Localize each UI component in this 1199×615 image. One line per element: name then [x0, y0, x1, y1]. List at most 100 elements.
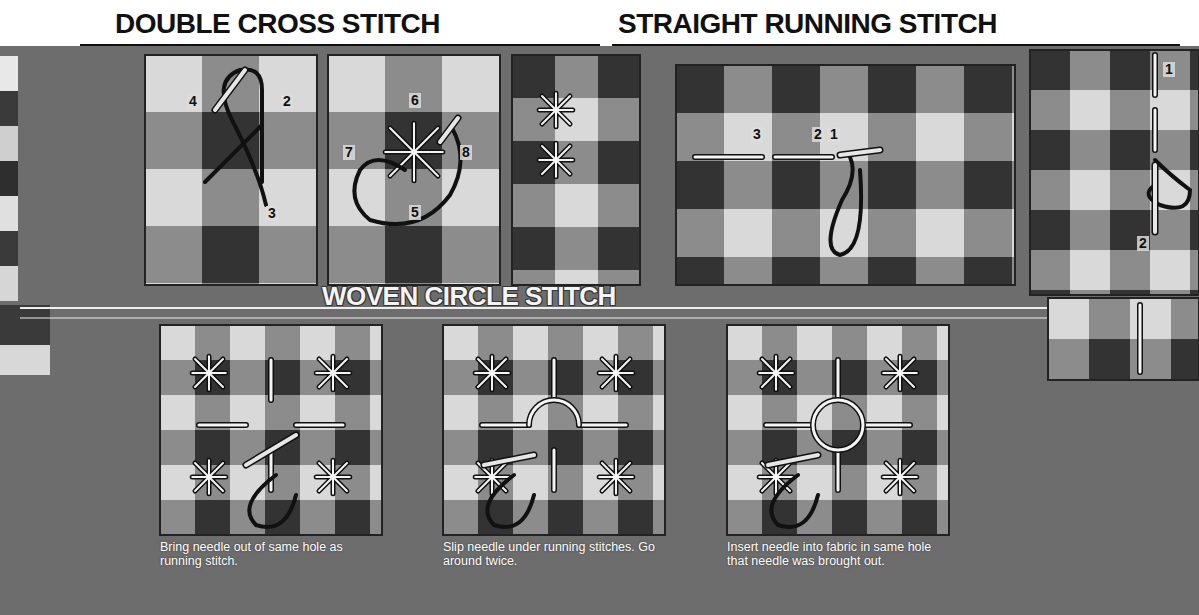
- fabric-square: [1030, 50, 1070, 90]
- fabric-square: [902, 430, 937, 465]
- fabric-square: [513, 325, 548, 360]
- fabric-square: [160, 395, 195, 430]
- step-caption: Insert needle into fabric in same hole t…: [727, 540, 947, 568]
- thread: [482, 360, 626, 490]
- fabric-square: [832, 500, 867, 535]
- fabric-square: [145, 55, 202, 112]
- callout-number: 2: [812, 127, 824, 142]
- thread: [599, 356, 633, 390]
- fabric-square: [555, 184, 598, 227]
- thread-outline: [539, 93, 573, 127]
- fabric-square: [724, 161, 772, 209]
- thread-outline: [695, 154, 832, 160]
- fabric-square: [160, 430, 195, 465]
- needle-outline: [840, 150, 880, 155]
- thread-outline: [316, 460, 350, 494]
- fabric-square: [867, 325, 902, 360]
- fabric-square: [202, 226, 259, 283]
- fabric-square: [555, 55, 598, 98]
- thread: [883, 356, 917, 390]
- fabric-square: [443, 395, 478, 430]
- thread-outline: [475, 356, 509, 390]
- fabric-square: [868, 161, 916, 209]
- fabric-square: [724, 257, 772, 285]
- fabric-square: [598, 184, 640, 227]
- fabric-square: [443, 465, 478, 500]
- fabric-square: [1030, 250, 1070, 290]
- fabric-square: [513, 465, 548, 500]
- thread: [249, 475, 296, 527]
- fabric-square: [676, 65, 724, 113]
- callout-number: 8: [460, 145, 472, 160]
- fabric-square: [385, 55, 442, 112]
- fabric-square: [618, 430, 653, 465]
- thread: [695, 156, 832, 159]
- thread-outline: [192, 460, 226, 494]
- fabric-square: [385, 226, 442, 283]
- fabric-square: [1171, 339, 1199, 380]
- fabric-square: [195, 430, 230, 465]
- fabric-square: [1190, 50, 1199, 90]
- fabric-square: [335, 325, 370, 360]
- thread: [192, 356, 226, 390]
- thread-outline: [766, 360, 910, 490]
- callout-number: 1: [828, 127, 840, 142]
- fabric-square: [443, 325, 478, 360]
- callout-number: 6: [409, 93, 421, 108]
- divider: [20, 318, 1050, 319]
- fabric-square: [618, 325, 653, 360]
- thread: [813, 400, 863, 450]
- thread: [830, 157, 861, 255]
- needle: [484, 455, 534, 465]
- section-heading: STRAIGHT RUNNING STITCH: [618, 8, 997, 40]
- fabric-square: [370, 500, 382, 535]
- callout-number: 3: [266, 206, 278, 221]
- thread-outline: [539, 143, 573, 177]
- fabric-square: [443, 430, 478, 465]
- fabric-edge: [0, 56, 18, 91]
- thread-outline: [529, 400, 579, 425]
- fabric-square: [300, 325, 335, 360]
- fabric-grid: [160, 325, 382, 535]
- fabric-square: [328, 226, 385, 283]
- fabric-square: [583, 500, 618, 535]
- needle-outline: [440, 118, 458, 142]
- fabric-square: [1070, 90, 1110, 130]
- fabric-square: [555, 227, 598, 270]
- fabric-square: [259, 169, 316, 226]
- fabric-square: [797, 465, 832, 500]
- fabric-square: [964, 257, 1012, 285]
- fabric-square: [478, 500, 513, 535]
- thread: [759, 356, 793, 390]
- fabric-square: [230, 325, 265, 360]
- fabric-square: [676, 113, 724, 161]
- fabric-edge: [0, 231, 18, 266]
- fabric-square: [676, 161, 724, 209]
- fabric-edge: [0, 161, 18, 196]
- fabric-square: [512, 55, 555, 98]
- fabric-square: [1048, 298, 1089, 339]
- needle-outline: [1152, 165, 1159, 232]
- fabric-square: [202, 55, 259, 112]
- needle-outline: [484, 455, 534, 465]
- thread: [766, 360, 910, 490]
- fabric-square: [832, 325, 867, 360]
- fabric-edge: [0, 126, 18, 161]
- fabric-square: [160, 360, 195, 395]
- thread: [475, 356, 509, 390]
- fabric-square: [370, 360, 382, 395]
- fabric-square: [442, 55, 499, 112]
- fabric-square: [548, 325, 583, 360]
- fabric-square: [1190, 90, 1199, 130]
- fabric-square: [868, 209, 916, 257]
- thread: [385, 123, 443, 181]
- callout-number: 2: [1137, 236, 1149, 251]
- fabric-square: [370, 325, 382, 360]
- fabric-square: [598, 227, 640, 270]
- thread-outline: [385, 123, 443, 181]
- fabric-square: [653, 325, 665, 360]
- needle: [768, 455, 818, 465]
- fabric-square: [195, 325, 230, 360]
- fabric-square: [513, 360, 548, 395]
- thread-outline: [883, 356, 917, 390]
